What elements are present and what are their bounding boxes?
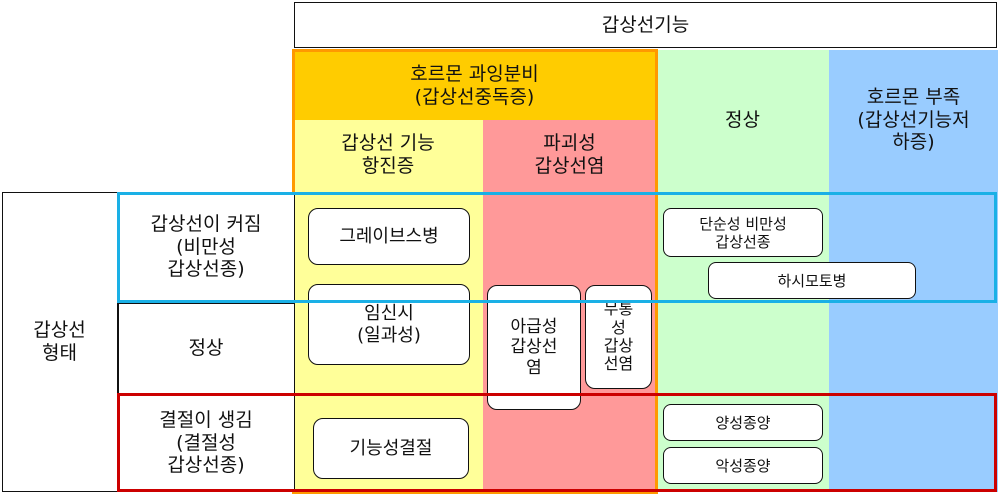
row-enlarged-label: 갑상선이 커짐 (비만성 갑상선종): [119, 194, 293, 300]
normal-header-label: 정상: [725, 108, 760, 131]
functional-nodule-label: 기능성결절: [349, 437, 433, 459]
hyper-header-label: 호르몬 과잉분비 (갑상선중독증): [410, 63, 539, 108]
benign-tumor-box: 양성종양: [663, 404, 823, 441]
row-enlarged-text: 갑상선이 커짐 (비만성 갑상선종): [150, 212, 262, 281]
thyroid-shape-label: 갑상선 형태: [2, 192, 117, 492]
nodule-row-frame: [117, 393, 997, 492]
normal-header: 정상: [656, 54, 829, 186]
destructive-header: 파괴성 갑상선염: [483, 124, 656, 186]
thyroid-shape-text: 갑상선 형태: [33, 319, 86, 364]
painless-thyroiditis-label: 무통 성 갑상 선염: [603, 299, 634, 374]
thyroid-function-label: 갑상선기능: [601, 13, 690, 36]
hashimoto-box: 하시모토병: [708, 262, 916, 299]
hypo-header-label: 호르몬 부족 (갑상선기능저 하증): [857, 85, 970, 154]
benign-tumor-label: 양성종양: [715, 413, 771, 432]
functional-nodule-box: 기능성결절: [313, 418, 469, 479]
subacute-thyroiditis-box: 아급성 갑상선 염: [487, 285, 581, 410]
simple-goiter-label: 단순성 비만성 갑상선종: [699, 214, 787, 251]
hyper-header-bg: [293, 50, 656, 120]
graves-disease-label: 그레이브스병: [339, 225, 439, 247]
hashimoto-label: 하시모토병: [777, 271, 847, 290]
simple-goiter-box: 단순성 비만성 갑상선종: [663, 208, 823, 257]
row-group-divider: [117, 192, 119, 492]
enlarged-row-frame: [117, 192, 997, 303]
malignant-tumor-box: 악성종양: [663, 447, 823, 484]
row-normal-text: 정상: [188, 336, 224, 359]
hyper-header: 호르몬 과잉분비 (갑상선중독증): [293, 54, 656, 118]
pregnancy-box: 임신시 (일과성): [308, 284, 470, 365]
hyper-sub-header-label: 갑상선 기능 항진증: [341, 132, 435, 177]
thyroid-function-header: 갑상선기능: [294, 2, 997, 48]
hyper-group-top-line: [292, 49, 658, 52]
malignant-tumor-label: 악성종양: [715, 456, 771, 475]
row-nodule-text: 결절이 생김 (결절성 갑상선종): [159, 408, 253, 477]
graves-disease-box: 그레이브스병: [308, 208, 470, 265]
pregnancy-label: 임신시 (일과성): [357, 302, 421, 346]
hyper-sub-header: 갑상선 기능 항진증: [293, 124, 483, 186]
row-label-table: [2, 192, 295, 492]
destructive-header-label: 파괴성 갑상선염: [534, 132, 605, 177]
row-nodule-label: 결절이 생김 (결절성 갑상선종): [119, 395, 293, 491]
hypo-header: 호르몬 부족 (갑상선기능저 하증): [829, 54, 998, 186]
row-normal-label: 정상: [119, 304, 293, 392]
subacute-thyroiditis-label: 아급성 갑상선 염: [510, 316, 558, 378]
